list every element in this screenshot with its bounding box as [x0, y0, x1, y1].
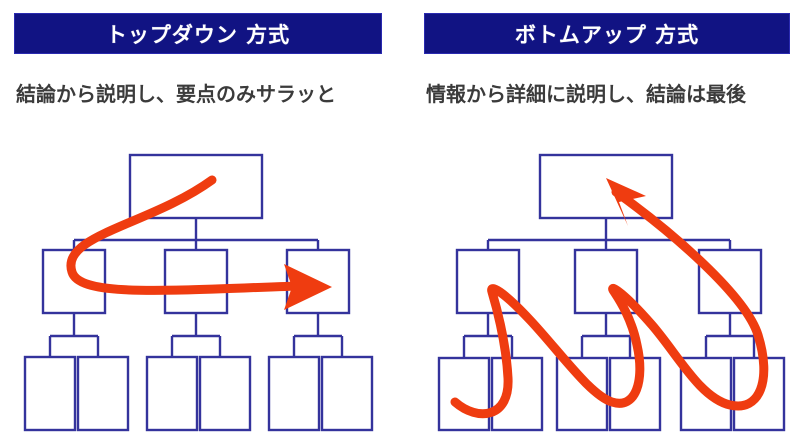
flow-arrow-top-down [66, 175, 332, 310]
node-bottom [490, 356, 544, 432]
panel-bottom-up: ボトムアップ 方式 情報から詳細に説明し、結論は最後 [400, 0, 800, 446]
node-bottom [23, 355, 77, 432]
node-middle [697, 248, 763, 315]
title-bar-bottom-up: ボトムアップ 方式 [424, 13, 790, 54]
node-top [538, 153, 674, 220]
node-bottom [198, 355, 252, 432]
panel-top-down: トップダウン 方式 結論から説明し、要点のみサラッと [14, 13, 382, 432]
node-bottom [145, 355, 199, 432]
node-bottom [437, 356, 491, 432]
node-middle [163, 248, 229, 315]
title-bar-top-down: トップダウン 方式 [14, 13, 382, 54]
org-chart-bottom-up [437, 153, 786, 432]
org-chart-top-down [23, 153, 374, 432]
panel-subtitle: 情報から詳細に説明し、結論は最後 [426, 82, 746, 106]
node-bottom [267, 355, 321, 432]
chart-connectors [48, 218, 344, 357]
node-bottom [76, 355, 130, 432]
panel-title: ボトムアップ 方式 [514, 22, 700, 47]
panel-title: トップダウン 方式 [105, 22, 291, 47]
panel-subtitle: 結論から説明し、要点のみサラッと [16, 82, 336, 106]
node-bottom [320, 355, 374, 432]
flow-arrow-bottom-up [450, 178, 769, 419]
